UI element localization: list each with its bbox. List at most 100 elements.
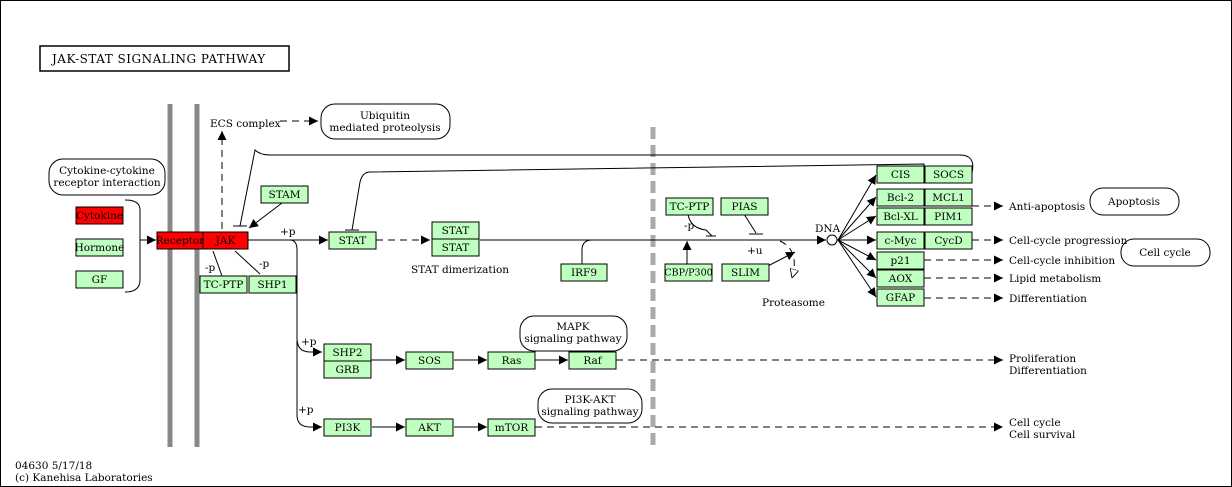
gene-label: SHP1 [257, 279, 287, 291]
gene-stam[interactable]: STAM [260, 185, 309, 204]
cell-cycle-output-label: Cell cycle [1009, 417, 1061, 429]
gene-irf9[interactable]: IRF9 [560, 263, 608, 282]
gene-label: AKT [417, 422, 440, 434]
lipid-metabolism-label: Lipid metabolism [1009, 273, 1101, 285]
gene-shp2[interactable]: SHP2 [323, 343, 372, 362]
gene-gf[interactable]: GF [75, 270, 124, 289]
gene-ras[interactable]: Ras [487, 351, 536, 370]
gene-label: c-Myc [885, 235, 917, 247]
dna-label: DNA [815, 223, 841, 235]
gene-slim[interactable]: SLIM [721, 263, 770, 282]
cell-cycle-progression-label: Cell-cycle progression [1009, 235, 1128, 247]
map-label: MAPK [556, 321, 589, 333]
gene-stat-dimer-b[interactable]: STAT [431, 238, 480, 257]
plus-p-pi3k-label: +p [298, 404, 314, 416]
gene-sos[interactable]: SOS [405, 351, 454, 370]
gene-label: PIM1 [934, 211, 963, 223]
gene-shp1[interactable]: SHP1 [248, 275, 297, 294]
map-pi3k-akt[interactable]: PI3K-AKT signaling pathway [537, 388, 643, 424]
gene-label: SLIM [731, 267, 760, 279]
dna-node [826, 234, 838, 246]
gene-label: p21 [890, 255, 910, 267]
gene-label: SHP2 [332, 347, 362, 359]
edge-stam-jak [248, 202, 283, 229]
map-label: receptor interaction [53, 177, 161, 189]
gene-label: IRF9 [571, 267, 597, 279]
gene-label: TC-PTP [204, 279, 244, 291]
gene-grb[interactable]: GRB [323, 360, 372, 379]
gene-label: SOS [418, 355, 441, 367]
gene-label: Raf [583, 355, 602, 367]
map-mapk[interactable]: MAPK signaling pathway [519, 315, 628, 352]
gene-label: GFAP [886, 292, 915, 304]
gene-tc-ptp-nuclear[interactable]: TC-PTP [665, 197, 714, 216]
gene-socs[interactable]: SOCS [924, 165, 973, 184]
gene-c-myc[interactable]: c-Myc [876, 231, 925, 250]
gene-label: Ras [502, 355, 522, 367]
map-label: signaling pathway [524, 333, 621, 345]
gene-cis[interactable]: CIS [876, 165, 925, 184]
map-apoptosis[interactable]: Apoptosis [1089, 187, 1180, 216]
cell-survival-label: Cell survival [1009, 429, 1076, 441]
gene-pias[interactable]: PIAS [720, 197, 769, 216]
plus-u-label: +u [747, 245, 763, 257]
gene-jak[interactable]: JAK [202, 231, 249, 250]
edge-dna-bclxl [837, 215, 877, 241]
gene-label: PIAS [732, 201, 758, 213]
gene-tc-ptp-cyto[interactable]: TC-PTP [199, 275, 248, 294]
map-label: Cytokine-cytokine [59, 165, 155, 177]
edge-tcptp-nuclear [687, 213, 713, 237]
ligand-bracket [124, 199, 141, 293]
minus-p-shp1-label: -p [259, 258, 270, 270]
proliferation-label: Proliferation [1009, 353, 1076, 365]
gene-mcl1[interactable]: MCL1 [924, 188, 973, 207]
map-ubiquitin[interactable]: Ubiquitin mediated proteolysis [320, 103, 451, 140]
pathway-title-box: JAK-STAT SIGNALING PATHWAY [39, 45, 290, 72]
map-label: mediated proteolysis [329, 122, 440, 134]
gene-hormone[interactable]: Hormone [75, 238, 125, 257]
edge-jak-shp2 [289, 239, 322, 357]
gene-cytokine[interactable]: Cytokine [75, 206, 124, 225]
differentiation-label: Differentiation [1009, 293, 1087, 305]
edge-dna-bcl2 [837, 196, 877, 241]
gene-receptor[interactable]: Receptor [156, 231, 205, 250]
pathway-title: JAK-STAT SIGNALING PATHWAY [50, 52, 266, 66]
edge-proteasome [779, 240, 794, 278]
gene-gfap[interactable]: GFAP [876, 288, 925, 307]
gene-stat[interactable]: STAT [328, 231, 377, 250]
gene-raf[interactable]: Raf [568, 351, 617, 370]
gene-label: Bcl-XL [883, 211, 918, 223]
gene-mtor[interactable]: mTOR [487, 418, 536, 437]
map-label: signaling pathway [541, 406, 638, 418]
gene-bcl2[interactable]: Bcl-2 [876, 188, 925, 207]
map-cell-cycle[interactable]: Cell cycle [1120, 238, 1211, 267]
gene-pim1[interactable]: PIM1 [924, 207, 973, 226]
map-cytokine-receptor[interactable]: Cytokine-cytokine receptor interaction [48, 158, 166, 196]
footer-copyright: (c) Kanehisa Laboratories [15, 472, 153, 484]
gene-cbp-p300[interactable]: CBP/P300 [664, 263, 713, 282]
map-label: Ubiquitin [360, 110, 410, 122]
stat-dimerization-label: STAT dimerization [411, 264, 509, 276]
footer-id-date: 04630 5/17/18 [15, 460, 92, 472]
gene-label: STAT [339, 235, 367, 247]
gene-stat-dimer-a[interactable]: STAT [431, 221, 480, 240]
gene-bcl-xl[interactable]: Bcl-XL [876, 207, 925, 226]
edge-shp1-jak [234, 250, 261, 275]
gene-p21[interactable]: p21 [876, 251, 925, 270]
gene-label: PI3K [335, 422, 361, 434]
edge-dna-gfap [837, 239, 877, 298]
gene-label: TC-PTP [670, 201, 710, 213]
minus-p-tcptp-label: -p [205, 262, 216, 274]
gene-label: Receptor [156, 235, 205, 247]
gene-label: mTOR [495, 422, 530, 434]
gene-label: Hormone [75, 242, 125, 254]
gene-label: Cytokine [76, 210, 123, 222]
gene-cycd[interactable]: CycD [924, 231, 973, 250]
cell-cycle-inhibition-label: Cell-cycle inhibition [1009, 255, 1115, 267]
gene-aox[interactable]: AOX [876, 269, 925, 288]
map-label: Apoptosis [1107, 196, 1160, 208]
gene-akt[interactable]: AKT [405, 418, 454, 437]
gene-pi3k[interactable]: PI3K [323, 418, 372, 437]
gene-label: SOCS [933, 169, 964, 181]
